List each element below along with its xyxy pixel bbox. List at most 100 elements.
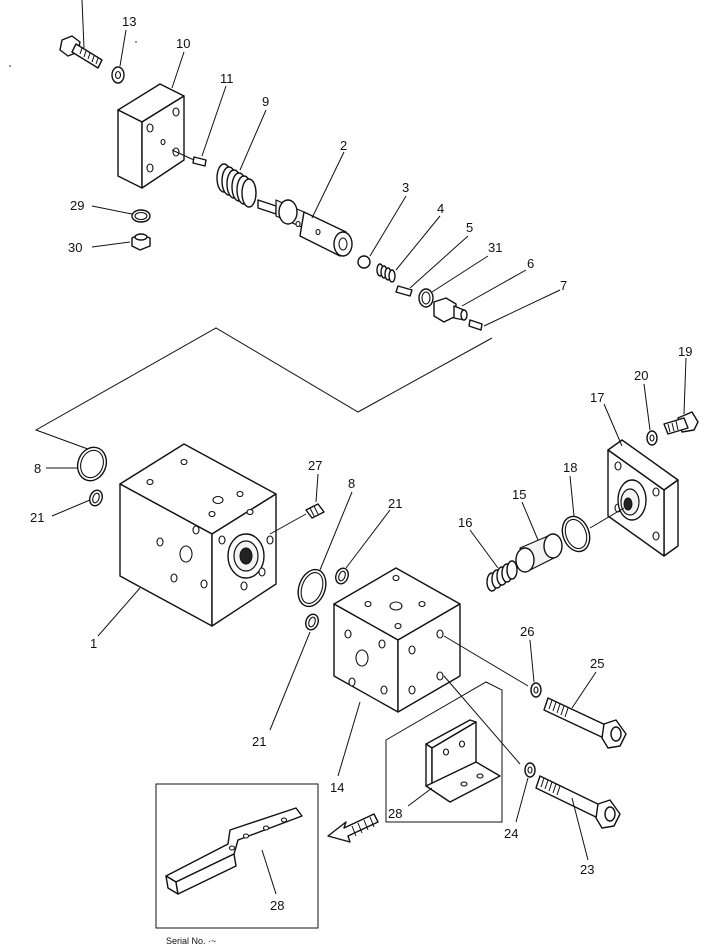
leader-20 [643,383,651,431]
leader-31 [431,255,489,293]
oring-31 [418,288,434,308]
leader-15 [521,501,539,541]
label-21b: 21 [388,496,402,511]
spring-16 [486,560,518,592]
leader-1 [97,587,141,637]
leader-28a [407,787,433,807]
leader-27 [315,473,319,503]
leader-24 [515,777,529,823]
axis-bolt-25 [443,635,529,687]
label-30: 30 [68,240,82,255]
speck-1 [135,41,137,43]
leader-14 [337,701,361,777]
pin-11 [171,149,207,167]
spool-2 [257,199,353,257]
label-24: 24 [504,826,518,841]
bracket-area-outline [385,681,503,823]
leader-23 [571,797,589,861]
bolt-top [59,35,103,69]
leader-21b [345,509,391,569]
label-13: 13 [122,14,136,29]
label-1: 1 [90,636,97,651]
cover-17 [607,439,679,557]
leader-21c [269,631,311,731]
plug-6 [433,297,468,323]
label-14: 14 [330,780,344,795]
label-19: 19 [678,344,692,359]
leader-26 [529,639,535,683]
bracket-28 [425,719,501,803]
label-20: 20 [634,368,648,383]
label-8b: 8 [348,476,355,491]
oring-8-middle [297,568,327,608]
spring-9 [216,163,257,208]
leader-8b [319,491,353,571]
cover-axis-line [589,507,625,529]
valve-block-1 [119,443,277,627]
oring-21-lower [305,613,319,631]
leader-5 [409,235,469,289]
sleeve-15 [515,533,563,573]
label-11: 11 [220,71,234,86]
label-16: 16 [458,515,472,530]
cover-block-10 [117,83,185,189]
oring-21-left [89,489,103,507]
leader-27-axis [269,513,307,535]
oring-29 [131,209,151,223]
label-2: 2 [340,138,347,153]
washer-13 [111,66,125,84]
leader-25 [571,671,597,709]
leader-29 [91,205,133,215]
leader-4 [395,215,441,271]
bolt-25 [543,697,627,749]
leader-13 [119,29,127,67]
label-15: 15 [512,487,526,502]
label-17: 17 [590,390,604,405]
plug-30 [131,233,151,251]
ball-3 [357,255,371,269]
leader-28b [261,849,277,895]
bolt-19 [663,411,699,435]
leader-9 [239,109,267,171]
label-21c: 21 [252,734,266,749]
leader-3 [369,195,407,257]
assembly-reference-line [34,327,493,453]
leader-17 [603,403,623,447]
label-5: 5 [466,220,473,235]
valve-block-14 [333,567,461,713]
oring-21-upper [335,567,349,585]
leader-top-bolt [81,0,85,49]
washer-24 [524,762,536,778]
label-26: 26 [520,624,534,639]
label-6: 6 [527,256,534,271]
pin-7 [468,319,483,331]
bolt-23 [535,775,621,829]
plug-27 [305,503,325,519]
label-27: 27 [308,458,322,473]
leader-6 [461,269,527,307]
label-8a: 8 [34,461,41,476]
pin-5 [395,285,413,297]
leader-21a [51,499,91,517]
leader-2 [311,151,345,219]
axis-bolt-23 [443,675,521,765]
leader-30 [91,241,131,248]
label-3: 3 [402,180,409,195]
washer-26 [530,682,542,698]
speck-2 [9,65,11,67]
leader-18 [569,475,575,517]
direction-arrow [327,813,379,843]
serial-number-caption: Serial No. ·~ [166,936,216,946]
label-21a: 21 [30,510,44,525]
oring-18 [561,515,591,553]
label-28a: 28 [388,806,402,821]
label-9: 9 [262,94,269,109]
spring-4 [376,263,396,283]
oring-8-left [76,446,108,482]
label-4: 4 [437,201,444,216]
label-23: 23 [580,862,594,877]
label-31: 31 [488,240,502,255]
label-29: 29 [70,198,84,213]
leader-16 [469,529,499,569]
